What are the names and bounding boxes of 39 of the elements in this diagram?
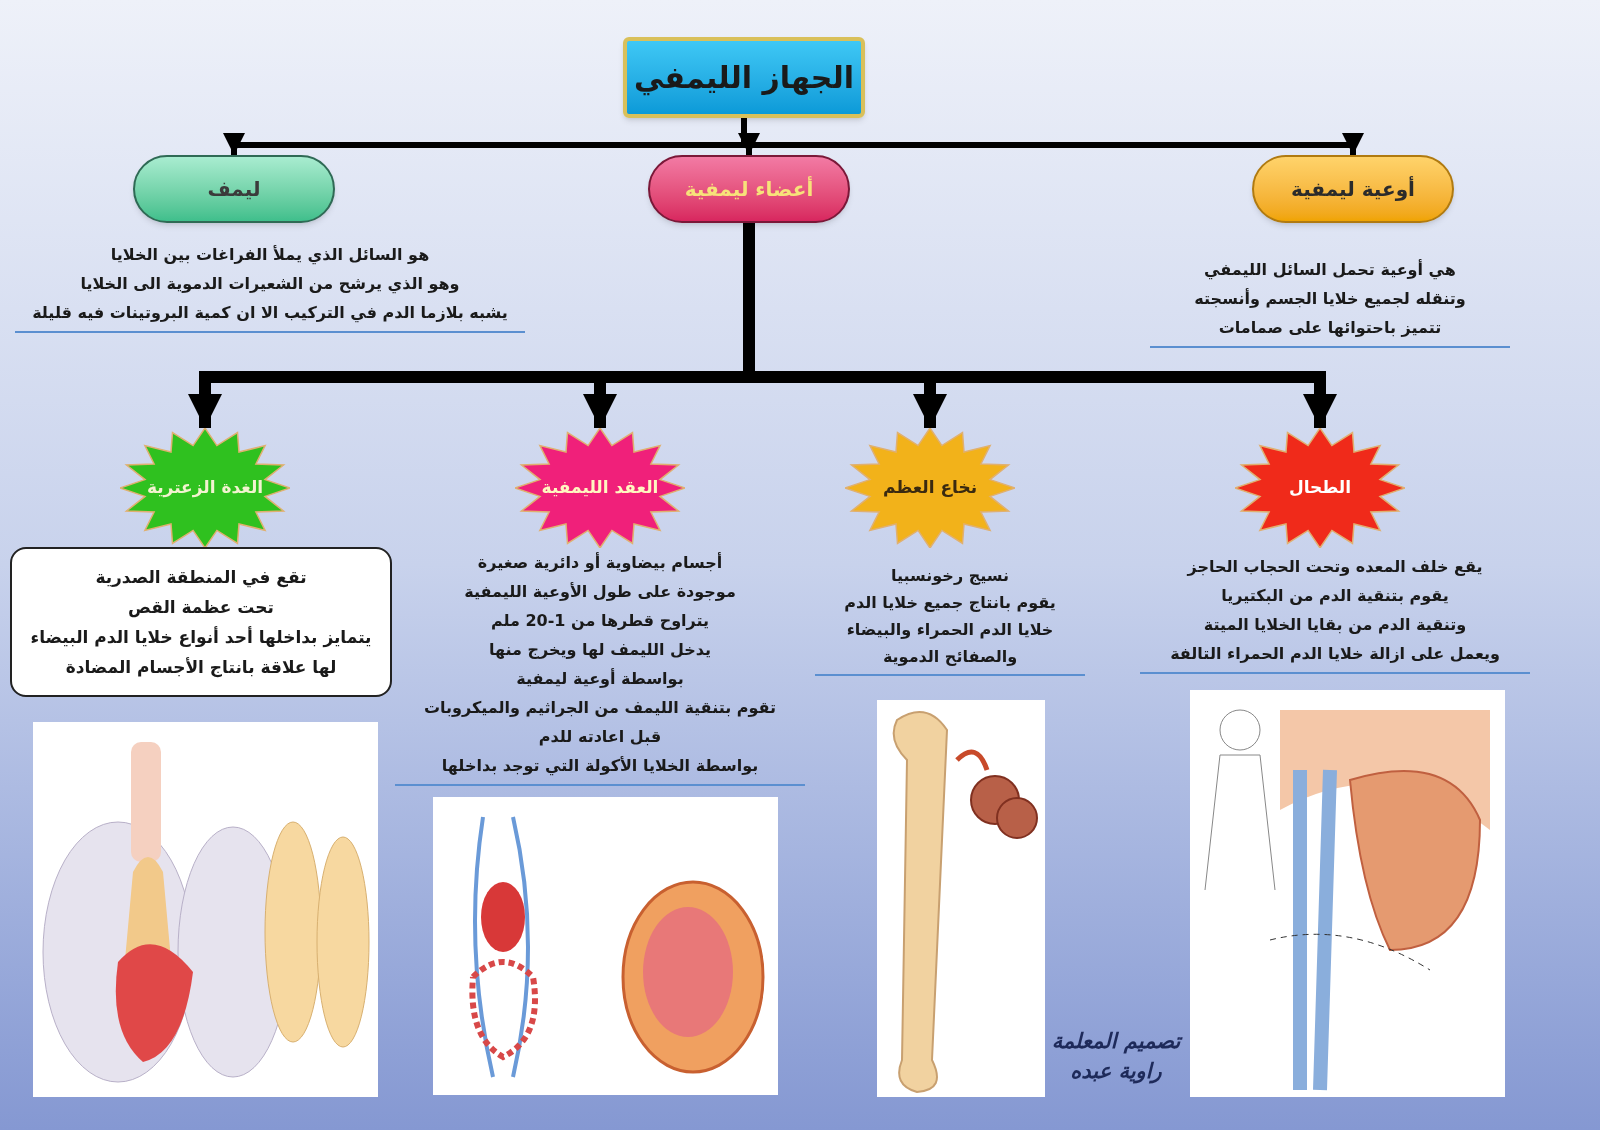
description-text: بواسطة أوعية ليمفية: [516, 667, 684, 690]
category-pill: [133, 155, 335, 223]
category-pill: [648, 155, 850, 223]
info-card: [10, 547, 392, 697]
title-text: الجهاز الليمفي: [633, 59, 855, 98]
description-text: يقوم بانتاج جميع خلايا الدم: [844, 592, 1056, 614]
pill-label: أعضاء ليمفية: [684, 175, 814, 203]
description-text: قبل اعادته للدم: [538, 726, 662, 748]
organ-label: الغدة الزعترية: [146, 476, 264, 500]
card-text: يتمايز بداخلها أحد أنواع خلايا الدم البيضاء: [30, 625, 372, 650]
organ-label: الطحال: [1288, 476, 1352, 500]
pill-label: ليمف: [207, 176, 261, 203]
description-text: أجسام بيضاوية أو دائرية صغيرة: [477, 551, 723, 574]
category-pill: [1252, 155, 1454, 223]
description-text: وتنقية الدم من بقايا الخلايا الميتة: [1203, 614, 1467, 636]
card-text: تقع في المنطقة الصدرية: [95, 566, 307, 590]
description-text: يقع خلف المعده وتحت الحجاب الحاجز: [1187, 556, 1483, 578]
description-text: هي أوعية تحمل السائل الليمفي: [1204, 258, 1456, 282]
description-text: خلايا الدم الحمراء والبيضاء: [846, 619, 1054, 641]
pill-label: أوعية ليمفية: [1291, 175, 1415, 203]
description-text: موجودة على طول الأوعية الليمفية: [464, 581, 736, 603]
description-text: يشبه بلازما الدم في التركيب الا ان كمية البروتينات فيه قليلة: [32, 302, 508, 325]
designer-credit: تصميم المعلمة راوية عبده: [1050, 1028, 1184, 1086]
description-text: تقوم بتنقية الليمف من الجراثيم والميكروبات: [423, 697, 777, 719]
card-text: تحت عظمة القص: [128, 596, 274, 620]
card-text: لها علاقة بانتاج الأجسام المضادة: [65, 656, 337, 680]
description-text: وهو الذي يرشح من الشعيرات الدموية الى الخلايا: [80, 273, 460, 296]
description-text: يدخل الليمف لها ويخرج منها: [488, 639, 712, 661]
description-text: يقوم بتنقية الدم من البكتيريا: [1221, 585, 1449, 607]
title-box: [623, 37, 865, 118]
description-text: ويعمل على ازالة خلايا الدم الحمراء التالفة: [1170, 643, 1500, 665]
description-text: تتميز باحتوائها على صمامات: [1218, 317, 1442, 339]
description-text: بواسطة الخلايا الأكولة التي توجد بداخلها: [441, 755, 759, 778]
description-text: والصفائح الدموية: [882, 646, 1018, 668]
organ-label: العقد الليمفية: [541, 476, 659, 500]
description-text: نسيج رخونسبيا: [890, 565, 1010, 587]
description-text: هو السائل الذي يملأ الفراغات بين الخلايا: [110, 244, 430, 267]
organ-label: نخاع العظم: [882, 476, 978, 500]
description-text: وتنقله لجميع خلايا الجسم وأنسجته: [1194, 287, 1466, 310]
